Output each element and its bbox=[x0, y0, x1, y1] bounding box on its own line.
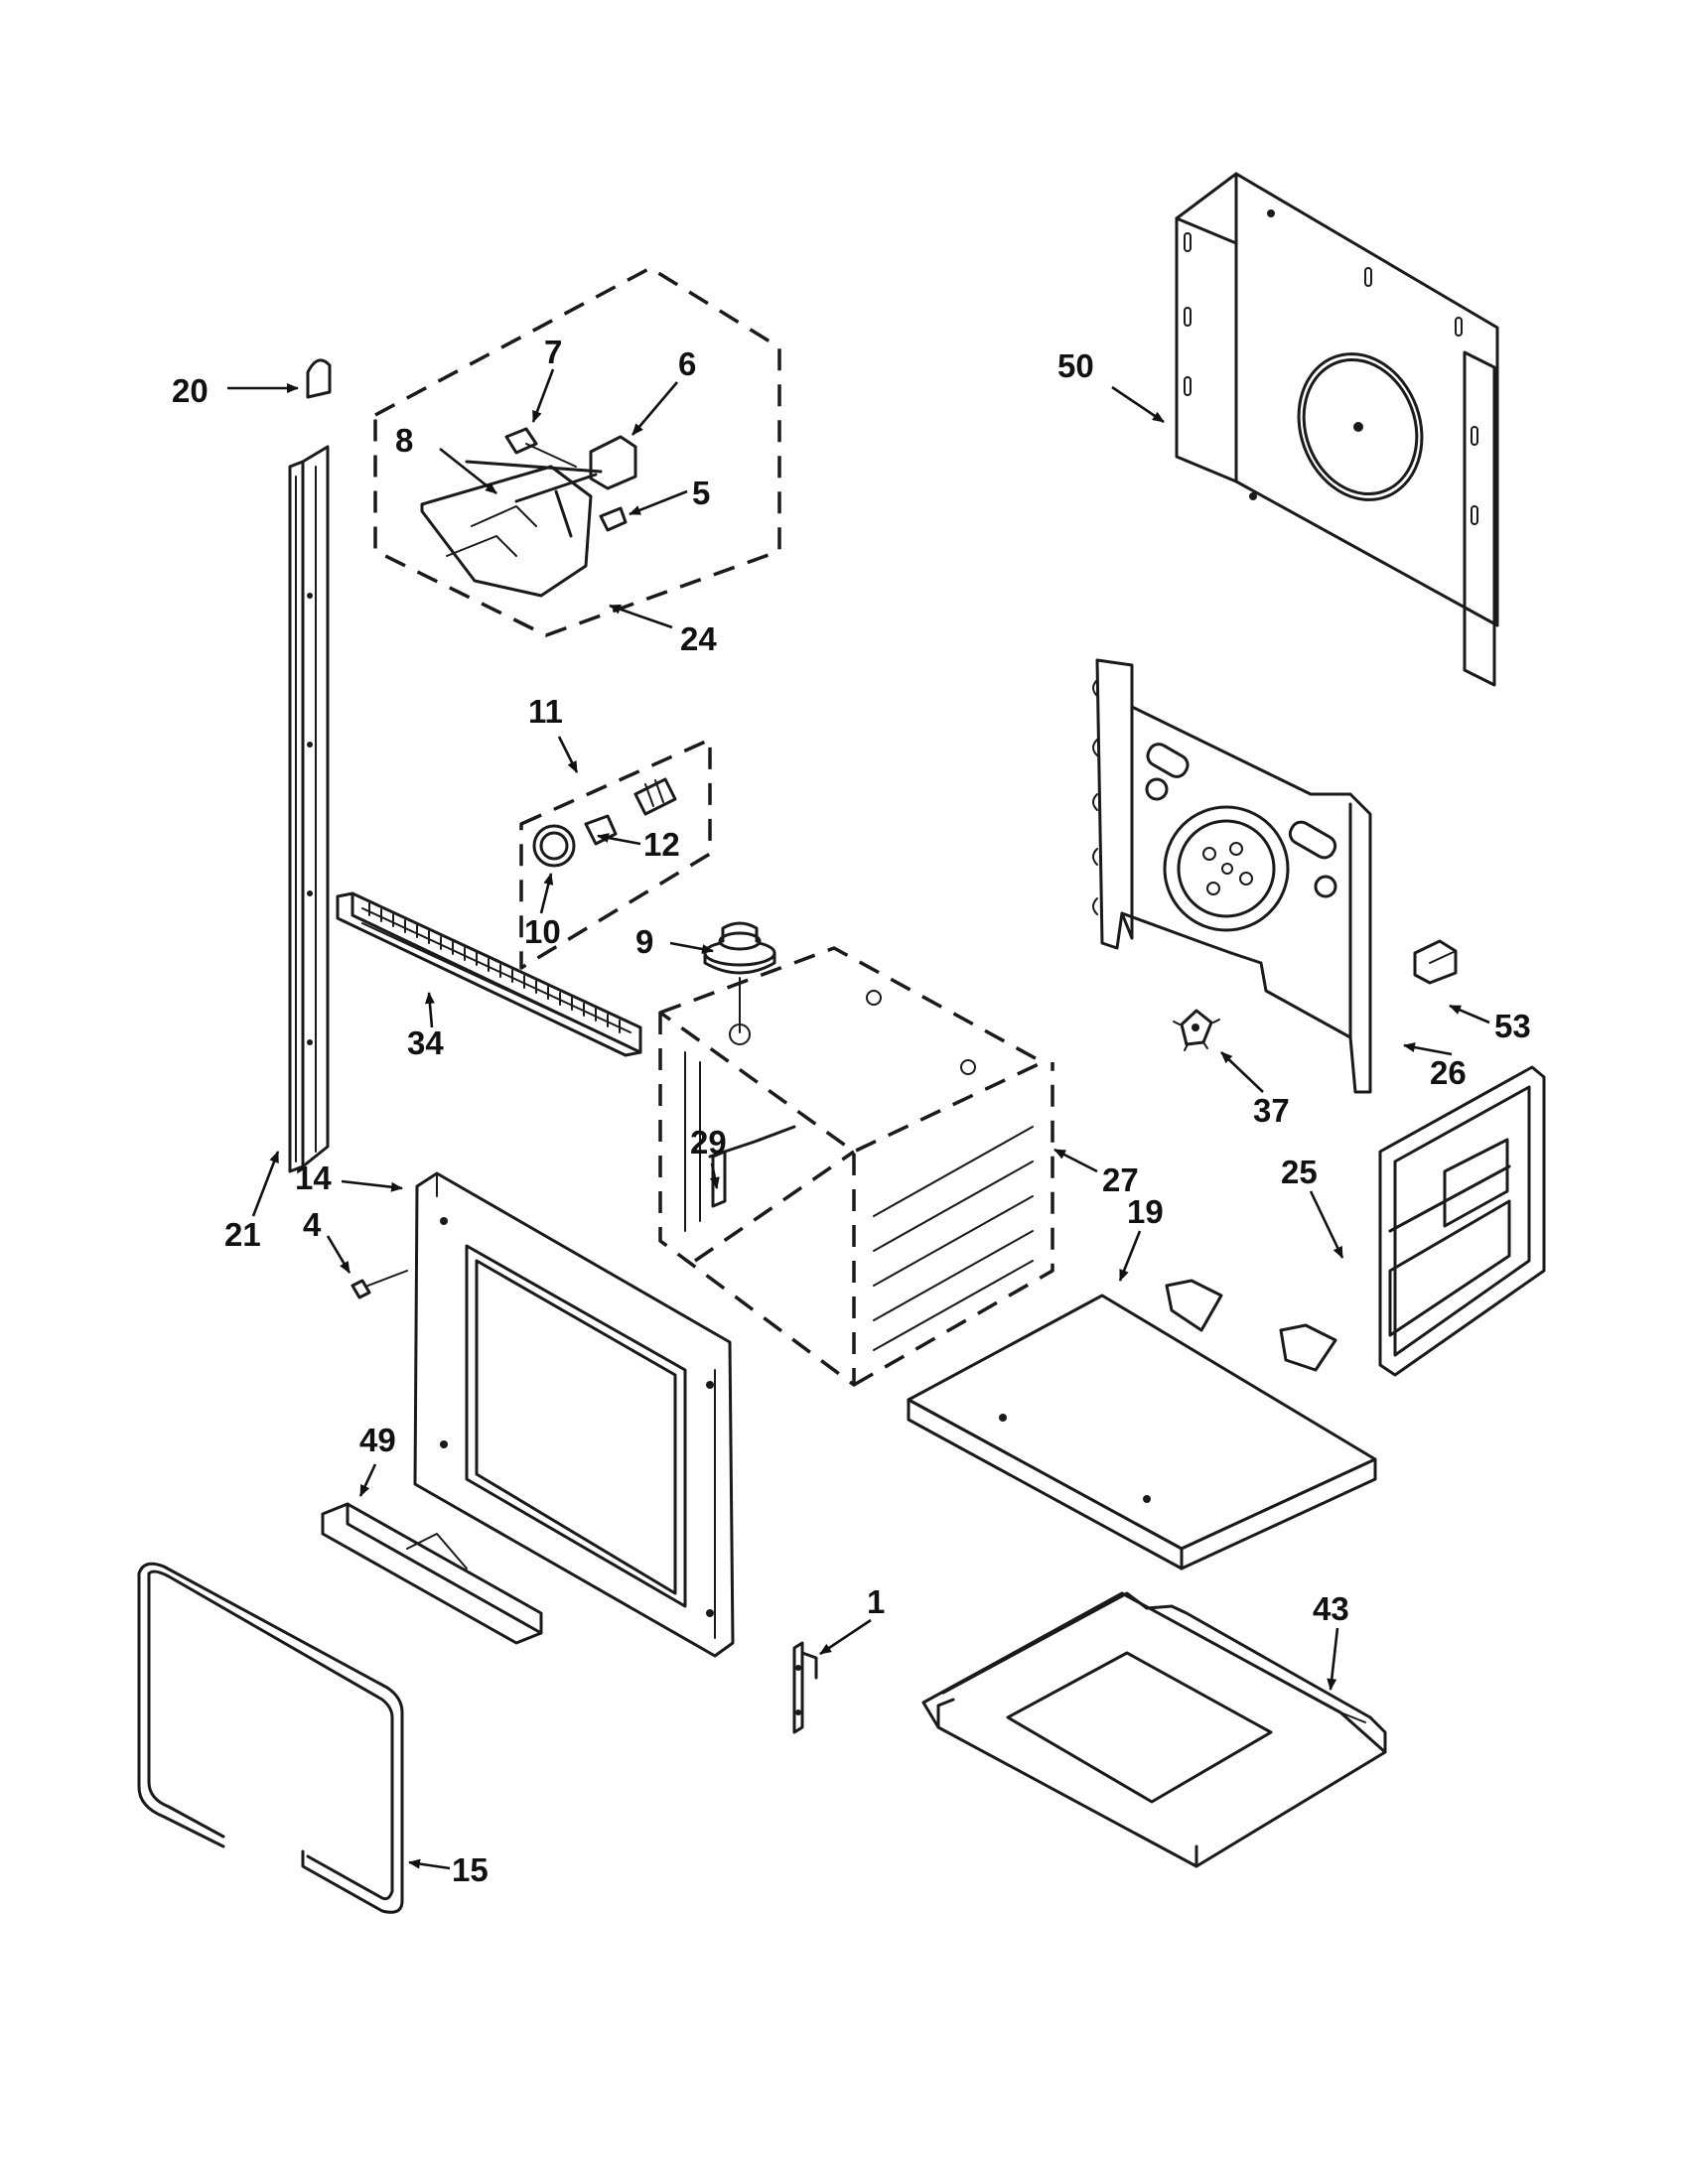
callout-15: 15 bbox=[452, 1851, 489, 1888]
leader-12 bbox=[597, 833, 641, 846]
callout-21: 21 bbox=[224, 1216, 261, 1253]
callout-49: 49 bbox=[359, 1422, 396, 1458]
part-9-knob bbox=[703, 921, 776, 1033]
callout-8: 8 bbox=[395, 422, 413, 459]
leader-53 bbox=[1449, 1004, 1490, 1024]
leader-19 bbox=[1118, 1230, 1142, 1282]
leader-lines bbox=[227, 368, 1490, 1870]
part-15-gasket bbox=[137, 1562, 404, 1914]
part-49-trim bbox=[321, 1502, 543, 1645]
leader-14 bbox=[341, 1179, 403, 1192]
callout-20: 20 bbox=[172, 372, 209, 409]
part-29-element bbox=[711, 1150, 727, 1208]
leader-5 bbox=[629, 489, 688, 516]
callout-10: 10 bbox=[524, 913, 561, 950]
part-26-oven-back bbox=[1092, 658, 1372, 1094]
callout-29: 29 bbox=[690, 1124, 727, 1160]
leader-27 bbox=[1053, 1148, 1098, 1173]
leader-6 bbox=[632, 381, 678, 436]
callout-34: 34 bbox=[407, 1024, 444, 1061]
leader-50 bbox=[1111, 385, 1165, 424]
leader-24 bbox=[609, 604, 673, 629]
callout-24: 24 bbox=[680, 620, 717, 657]
callout-9: 9 bbox=[635, 923, 653, 960]
leader-29 bbox=[709, 1162, 720, 1189]
part-25-side-panel bbox=[1378, 1065, 1546, 1377]
leader-10 bbox=[539, 873, 554, 914]
leader-43 bbox=[1327, 1627, 1339, 1691]
callout-53: 53 bbox=[1494, 1008, 1531, 1044]
part-37-bracket bbox=[1173, 1009, 1220, 1051]
callout-25: 25 bbox=[1281, 1154, 1318, 1190]
leader-25 bbox=[1309, 1190, 1344, 1259]
leader-34 bbox=[424, 992, 435, 1028]
callout-19: 19 bbox=[1127, 1193, 1164, 1230]
callout-1: 1 bbox=[867, 1583, 885, 1620]
part-21-side-rail bbox=[288, 445, 330, 1173]
callout-37: 37 bbox=[1253, 1092, 1290, 1129]
leader-11 bbox=[557, 736, 579, 773]
part-1-small-bracket bbox=[792, 1641, 818, 1734]
callout-5: 5 bbox=[692, 475, 710, 511]
callout-43: 43 bbox=[1313, 1590, 1349, 1627]
part-24-control-assembly bbox=[373, 266, 781, 637]
leader-7 bbox=[531, 368, 555, 423]
callout-labels: 20 7 6 8 5 24 11 12 10 9 34 21 14 4 29 2… bbox=[172, 334, 1531, 1888]
leader-21 bbox=[251, 1151, 280, 1217]
part-19-shelf bbox=[907, 1279, 1377, 1570]
part-14-front-frame bbox=[413, 1171, 735, 1658]
part-34-vent-strip bbox=[336, 891, 642, 1057]
part-27-oven-cavity bbox=[658, 946, 1054, 1387]
part-53-clip bbox=[1413, 939, 1458, 985]
callout-14: 14 bbox=[295, 1160, 332, 1196]
leader-15 bbox=[408, 1858, 451, 1870]
part-50-rear-panel bbox=[1175, 172, 1499, 687]
part-20-cap bbox=[306, 358, 332, 399]
leader-26 bbox=[1403, 1042, 1453, 1056]
leader-37 bbox=[1220, 1051, 1264, 1093]
leader-9 bbox=[669, 941, 714, 954]
callout-11: 11 bbox=[528, 693, 563, 730]
part-43-bottom-tray bbox=[921, 1591, 1387, 1868]
callout-4: 4 bbox=[303, 1206, 322, 1243]
part-4-screw bbox=[351, 1270, 408, 1299]
callout-50: 50 bbox=[1057, 347, 1094, 384]
callout-26: 26 bbox=[1430, 1054, 1467, 1091]
callout-27: 27 bbox=[1102, 1161, 1139, 1198]
leader-8 bbox=[439, 447, 497, 495]
callout-12: 12 bbox=[643, 826, 680, 863]
callout-6: 6 bbox=[678, 345, 696, 382]
leader-4 bbox=[326, 1235, 351, 1274]
part-11-switch-group bbox=[519, 738, 712, 970]
leader-49 bbox=[358, 1463, 377, 1497]
leader-1 bbox=[819, 1618, 872, 1656]
callout-7: 7 bbox=[544, 334, 562, 370]
